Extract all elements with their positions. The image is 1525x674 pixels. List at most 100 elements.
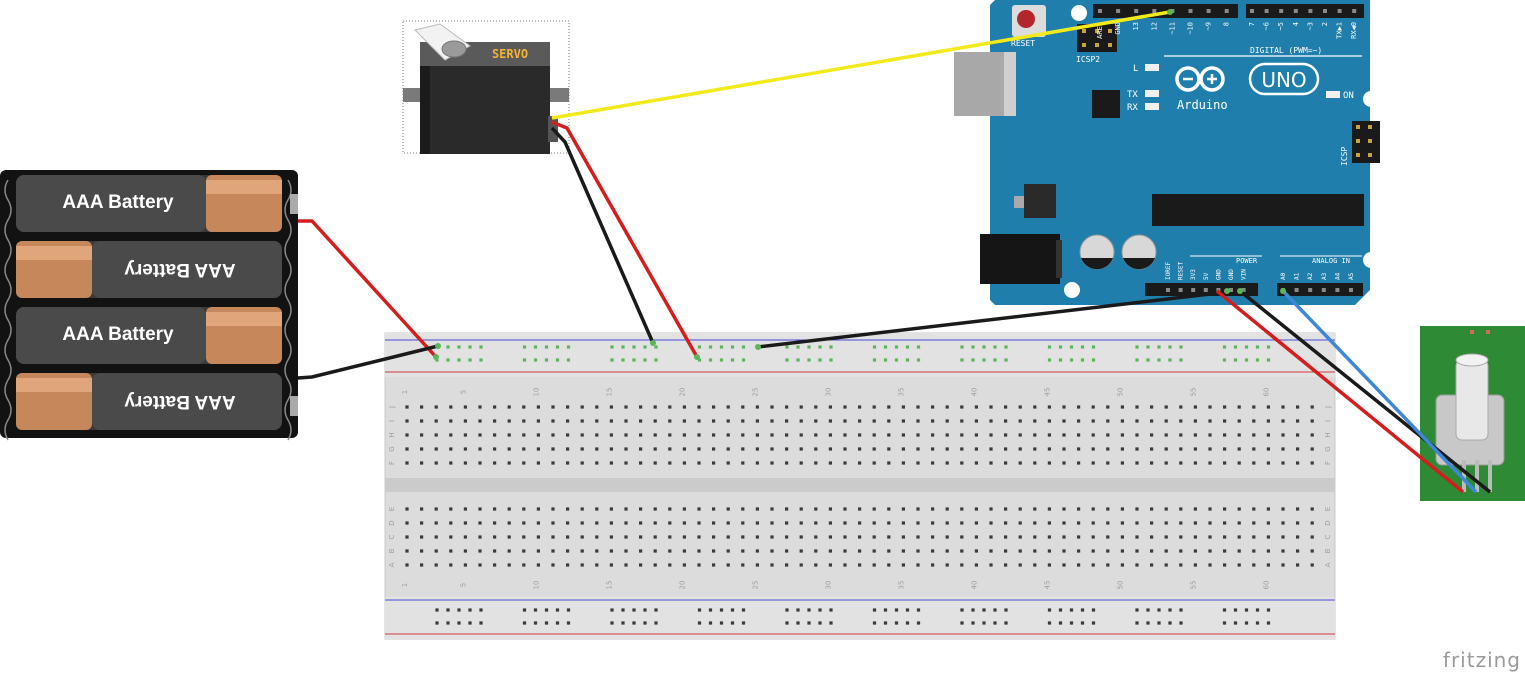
pin-label: 7 — [1248, 22, 1256, 26]
pin-label: 12 — [1150, 22, 1158, 30]
header-pin — [1323, 9, 1327, 13]
row-letter: D — [1324, 520, 1332, 525]
header-pin — [1294, 288, 1299, 292]
column-number: 45 — [1043, 581, 1051, 590]
header-pin — [1098, 9, 1102, 13]
header-pin — [1166, 288, 1170, 292]
column-number: 40 — [970, 581, 978, 590]
column-number: 35 — [897, 388, 905, 397]
pin-label: A2 — [1307, 272, 1314, 280]
column-number: 50 — [1116, 388, 1124, 397]
pin-label: A4 — [1334, 272, 1341, 280]
header-pin — [1134, 9, 1139, 13]
column-number: 1 — [401, 390, 409, 394]
black-wire-gnd-to-pot — [1238, 289, 1492, 494]
column-number: 60 — [1262, 388, 1270, 397]
pin-label: AREF — [1096, 22, 1104, 39]
analog-label: ANALOG IN — [1312, 257, 1350, 265]
pin-label: ~11 — [1168, 22, 1176, 35]
fritzing-watermark: fritzing — [1442, 648, 1521, 672]
column-number: 40 — [970, 388, 978, 397]
row-letter: F — [1324, 461, 1332, 465]
pin-label: A5 — [1348, 272, 1355, 280]
blue-wire-a0-to-pot — [1281, 289, 1478, 494]
led-on-label: ON — [1343, 91, 1354, 101]
row-letter: B — [1324, 548, 1332, 553]
black-wire-battery-negative — [297, 344, 439, 380]
row-letter: E — [1324, 507, 1332, 511]
pin-label: TX▶1 — [1336, 22, 1344, 39]
column-number: 55 — [1189, 581, 1197, 590]
pin-label: 13 — [1132, 22, 1140, 30]
row-letter: G — [388, 446, 396, 451]
row-letter: D — [388, 520, 396, 525]
column-number: 50 — [1116, 581, 1124, 590]
header-pin — [1308, 288, 1313, 292]
column-number: 20 — [678, 388, 686, 397]
arduino-logo — [1175, 62, 1320, 96]
breadboard-rail-holes — [435, 345, 1271, 625]
row-letter: J — [1324, 406, 1332, 409]
pin-label: 4 — [1292, 22, 1300, 26]
header-pin — [1349, 288, 1353, 292]
column-number: 10 — [532, 388, 540, 397]
header-pin — [1206, 9, 1211, 13]
black-wire-servo-ground — [550, 126, 655, 344]
column-number: 1 — [401, 583, 409, 587]
row-letter: F — [388, 461, 396, 465]
battery-cell-4: AAA Battery — [16, 373, 282, 430]
pin-label: 2 — [1321, 22, 1329, 26]
row-letter: B — [388, 548, 396, 553]
servo-label: SERVO — [492, 47, 528, 61]
battery-label: AAA Battery — [124, 259, 236, 280]
breadboard-holes — [405, 405, 1314, 567]
row-letter: J — [388, 406, 396, 409]
column-number: 45 — [1043, 388, 1051, 397]
column-number: 35 — [897, 581, 905, 590]
yellow-wire-servo-signal — [551, 10, 1171, 120]
pin-label: ~5 — [1277, 22, 1285, 30]
header-pin — [1308, 9, 1313, 13]
pin-label: RX◀0 — [1350, 22, 1358, 39]
column-number: 55 — [1189, 388, 1197, 397]
header-pin — [1293, 9, 1298, 13]
led-tx-label: TX — [1127, 90, 1138, 100]
header-pin — [1241, 288, 1246, 292]
header-pin — [1229, 288, 1233, 292]
model-label: UNO — [1261, 68, 1306, 92]
column-number: 30 — [824, 581, 832, 590]
column-number: 15 — [605, 581, 613, 590]
pin-label: 8 — [1223, 22, 1231, 26]
pin-label: 5V — [1203, 272, 1210, 280]
red-wire-battery-positive — [298, 219, 438, 359]
column-number: 30 — [824, 388, 832, 397]
header-pin — [1321, 288, 1326, 292]
row-letter: C — [388, 534, 396, 539]
digital-header-pins — [1098, 9, 1357, 13]
header-pin — [1335, 288, 1340, 292]
row-letter: H — [1324, 432, 1332, 437]
pin-label: A1 — [1294, 272, 1301, 280]
header-pin — [1191, 288, 1196, 292]
digital-label: DIGITAL (PWM=~) — [1250, 46, 1322, 55]
column-number: 25 — [751, 388, 759, 397]
pin-label: GND — [1114, 22, 1122, 35]
red-wire-5v-to-pot — [1215, 289, 1465, 494]
pin-label: IOREF — [1165, 262, 1172, 280]
header-pin — [1352, 9, 1357, 13]
column-number: 10 — [532, 581, 540, 590]
header-pin — [1116, 9, 1121, 13]
wires — [297, 9, 1492, 494]
row-letter: I — [1324, 420, 1332, 422]
header-pin — [1224, 9, 1229, 13]
led-l-label: L — [1133, 64, 1138, 74]
potentiometer — [1420, 326, 1525, 501]
pin-label: ~6 — [1263, 22, 1271, 30]
row-letter: E — [388, 507, 396, 511]
icsp-label: ICSP — [1340, 147, 1349, 166]
battery-label: AAA Battery — [62, 324, 174, 345]
